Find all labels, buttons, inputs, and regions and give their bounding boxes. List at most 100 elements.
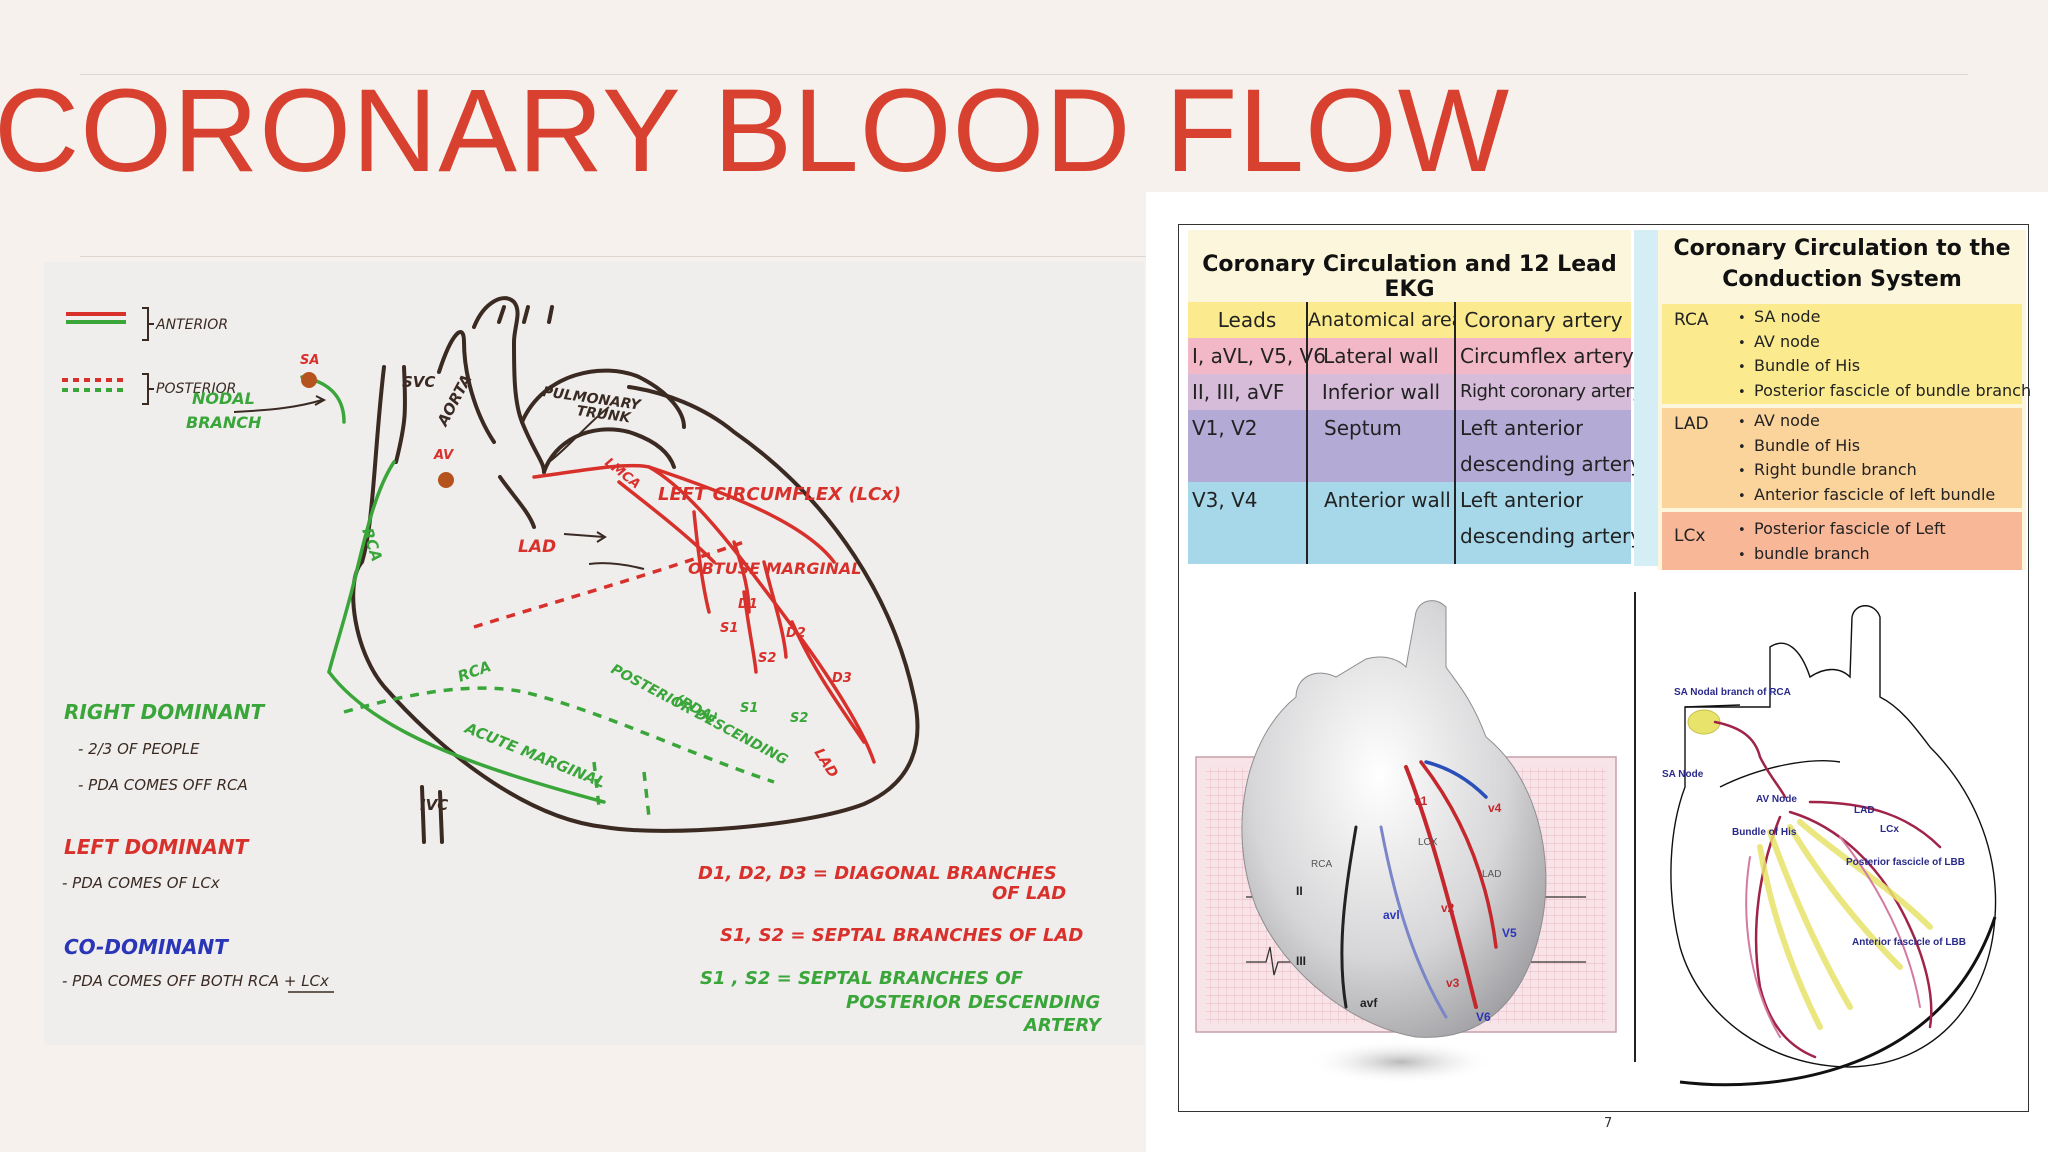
row-anterior-artery-2: descending artery xyxy=(1460,524,1643,548)
legend: ANTERIOR POSTERIOR xyxy=(62,307,236,405)
nodal-branch-label-1: NODAL xyxy=(192,389,255,408)
conduction-lcx-list: Posterior fascicle of Left bundle branch xyxy=(1754,518,1946,567)
aorta-arch xyxy=(472,296,546,474)
row-septum-artery-1: Left anterior xyxy=(1460,416,1584,440)
lcx-vessel-path xyxy=(1808,800,1942,849)
top-divider xyxy=(80,74,1968,75)
row-septum-area: Septum xyxy=(1324,416,1402,440)
co-dominant-heading: CO-DOMINANT xyxy=(64,935,229,959)
conduction-bundles xyxy=(1757,819,1933,1030)
s1-red-label: S1 xyxy=(720,621,738,636)
row-inferior-artery: Right coronary artery xyxy=(1460,381,1643,402)
s1-green-label: S1 xyxy=(740,701,758,716)
posterior-green-vessels xyxy=(343,686,775,818)
ekg-heart-labels: v1 v4 v2 v3 V5 V6 avl avf II III xyxy=(1296,794,1517,1024)
ekg-label-v4: v4 xyxy=(1488,801,1502,815)
row-lateral-area: Lateral wall xyxy=(1323,344,1439,368)
ekg-row-septum xyxy=(1188,410,1631,482)
artery-blue-1 xyxy=(1424,760,1488,799)
left-dominant-heading: LEFT DOMINANT xyxy=(64,835,250,859)
ekg-faint-rca: RCA xyxy=(1311,859,1332,870)
right-coronary-vessels xyxy=(300,375,606,804)
legend-anterior-bracket xyxy=(142,307,154,341)
conduction-rca-item: AV node xyxy=(1754,331,2031,356)
nodal-branch-arrowhead xyxy=(314,395,327,406)
conduction-vessels xyxy=(1713,720,1942,1059)
lad-inner-label: LAD xyxy=(811,746,841,781)
left-main-proximal xyxy=(532,463,651,479)
heart-shadow xyxy=(1306,1040,1496,1084)
conduction-lad-item: Anterior fascicle of left bundle xyxy=(1754,484,1995,509)
legend-anterior-label: ANTERIOR xyxy=(155,317,228,333)
d2-label: D2 xyxy=(786,626,806,641)
label-sa-nodal-branch: SA Nodal branch of RCA xyxy=(1674,687,1791,698)
coronary-sketch-svg: ANTERIOR POSTERIOR xyxy=(62,296,1103,1036)
d3-label: D3 xyxy=(832,671,852,686)
ekg-table-header-row xyxy=(1188,302,1631,338)
obtuse-marginal-arrow xyxy=(588,562,645,570)
ekg-label-avf: avf xyxy=(1360,996,1378,1010)
septal-pda-note-1: S1 , S2 = SEPTAL BRANCHES OF xyxy=(700,968,1024,989)
septal-lad-note: S1, S2 = SEPTAL BRANCHES OF LAD xyxy=(720,925,1083,946)
av-label: AV xyxy=(433,448,454,463)
conduction-lad-label: LAD xyxy=(1674,414,1709,434)
pulmonary-trunk-top xyxy=(520,368,686,429)
right-dominant-heading: RIGHT DOMINANT xyxy=(64,700,266,724)
header-area: Anatomical area xyxy=(1308,309,1454,331)
rca-lower-label: RCA xyxy=(455,657,493,686)
d1-label: D1 xyxy=(738,597,758,612)
diagonal-d3 xyxy=(790,620,866,744)
label-lad: LAD xyxy=(1854,805,1875,816)
title-divider xyxy=(80,256,1146,257)
ivc-lines xyxy=(420,785,444,844)
hand-drawn-coronary-diagram: ANTERIOR POSTERIOR xyxy=(44,262,1144,1045)
lad-vessel xyxy=(647,465,876,764)
conduction-lad-item: Bundle of His xyxy=(1754,435,1995,460)
posterior-red-dashed xyxy=(473,540,745,629)
lad-arrowhead xyxy=(596,531,607,543)
co-dominant-note-1: - PDA COMES OFF BOTH RCA + LCx xyxy=(62,972,329,990)
ekg-col-rule-1 xyxy=(1306,302,1308,564)
ekg-label-v6: V6 xyxy=(1476,1010,1491,1024)
sa-label: SA xyxy=(300,353,319,368)
lcx-arrow xyxy=(548,406,610,463)
nodal-branch-label-2: BRANCH xyxy=(186,413,262,432)
conduction-rca-item: Posterior fascicle of bundle branch xyxy=(1754,380,2031,405)
header-artery: Coronary artery xyxy=(1464,308,1623,332)
row-septum-leads: V1, V2 xyxy=(1192,416,1258,440)
conduction-labels: SA Nodal branch of RCA SA Node AV Node B… xyxy=(1662,687,1966,948)
conduction-rca-item: SA node xyxy=(1754,306,2031,331)
diagonal-note-2: OF LAD xyxy=(992,883,1066,904)
lad-vessel-path xyxy=(1788,810,1933,1029)
conduction-title-1: Coronary Circulation to the xyxy=(1673,236,2011,261)
ekg-heart-svg: v1 v4 v2 v3 V5 V6 avl avf II III RCA LCX… xyxy=(1195,600,1617,1084)
pulmonary-trunk-bottom xyxy=(542,427,676,474)
nodal-branch-arrow xyxy=(233,399,323,413)
row-inferior-leads: II, III, aVF xyxy=(1192,380,1285,404)
aortic-branches xyxy=(497,305,554,324)
diagonal-d2 xyxy=(762,560,788,659)
label-posterior-fascicle: Posterior fascicle of LBB xyxy=(1846,857,1965,868)
conduction-table: Coronary Circulation to the Conduction S… xyxy=(1658,230,2031,570)
arrows xyxy=(233,395,645,570)
conduction-rca-item: Bundle of His xyxy=(1754,355,2031,380)
table-gap xyxy=(1634,230,1658,566)
ekg-row-lateral xyxy=(1188,338,1631,374)
row-septum-artery-2: descending artery xyxy=(1460,452,1643,476)
ekg-label-v5: V5 xyxy=(1502,926,1517,940)
conduction-heart-base xyxy=(1679,916,1997,1087)
row-anterior-leads: V3, V4 xyxy=(1192,488,1258,512)
label-bundle-of-his: Bundle of His xyxy=(1732,827,1797,838)
legend-posterior-bracket xyxy=(142,373,154,405)
row-anterior-area: Anterior wall xyxy=(1324,488,1451,512)
label-lcx: LCx xyxy=(1880,824,1899,835)
header-leads: Leads xyxy=(1217,308,1277,332)
ekg-table-title: Coronary Circulation and 12 Lead EKG xyxy=(1202,252,1617,302)
diagonal-d1 xyxy=(732,540,751,614)
ekg-label-v2: v2 xyxy=(1441,901,1455,915)
rca-vessel-path xyxy=(1754,815,1817,1059)
artery-black-1 xyxy=(1340,825,1358,1009)
pulmonary-root xyxy=(498,475,536,529)
conduction-inner-lines xyxy=(1684,704,1841,788)
septal-green-dashed xyxy=(592,761,651,818)
